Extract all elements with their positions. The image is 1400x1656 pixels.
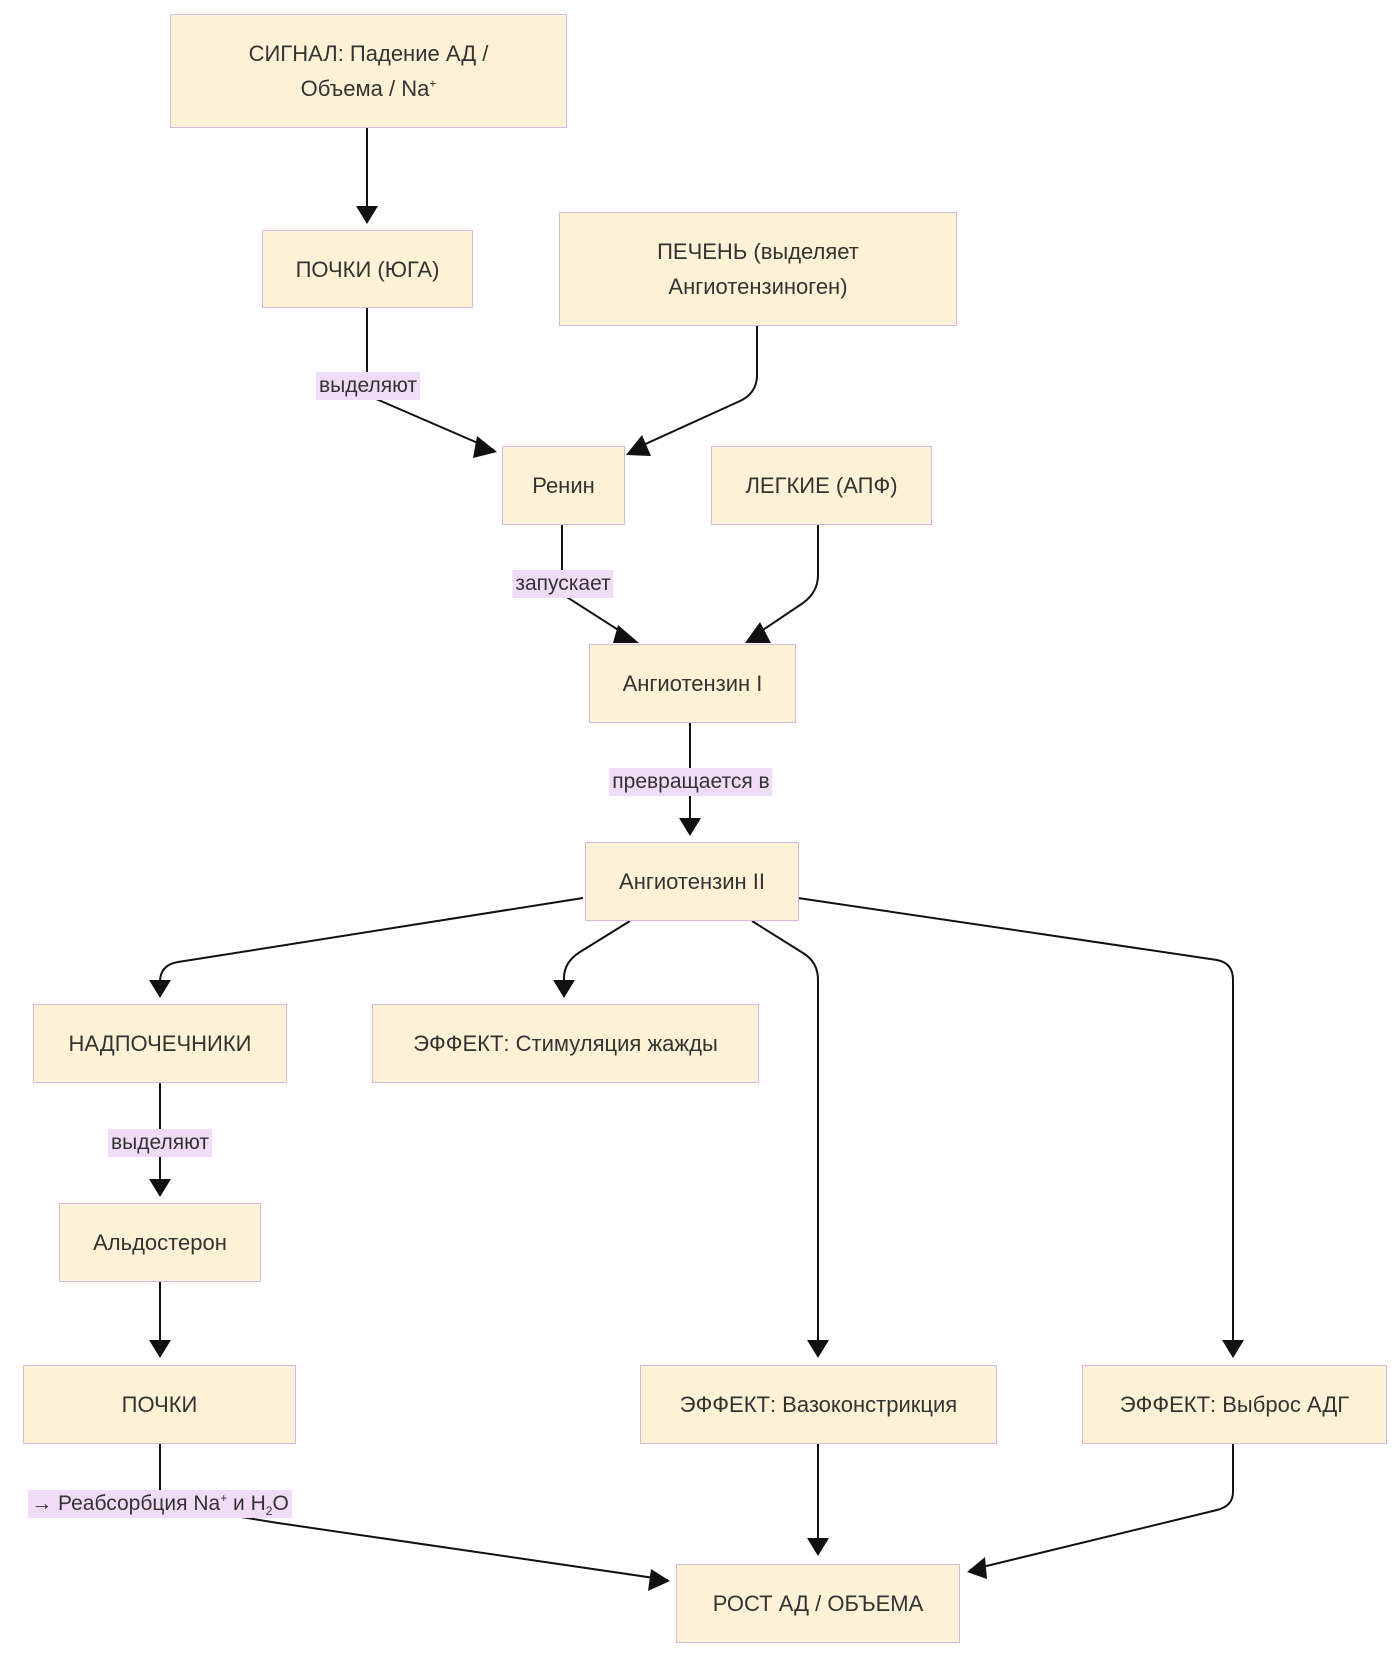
node-thirst-label: ЭФФЕКТ: Стимуляция жажды: [413, 1031, 718, 1056]
node-aldosterone-label: Альдостерон: [93, 1230, 227, 1255]
arrowhead-adrenals-aldosterone: [149, 1179, 171, 1197]
node-vasoconstriction-label: ЭФФЕКТ: Вазоконстрикция: [679, 1392, 958, 1417]
arrowhead-kidneys-jga-renin: [473, 436, 497, 458]
node-liver-line2: Ангиотензиноген): [668, 274, 848, 299]
arrowhead-kidneys-result: [648, 1569, 670, 1591]
arrowhead-lungs-angiotensin1: [745, 622, 771, 643]
edge-liver-renin: [629, 326, 758, 452]
edge-label-angiotensin1-angiotensin2: превращается в: [609, 768, 773, 796]
node-adrenals: НАДПОЧЕЧНИКИ: [33, 1004, 287, 1083]
node-signal: СИГНАЛ: Падение АД / Объема / Na+: [170, 14, 567, 128]
node-liver-line1: ПЕЧЕНЬ (выделяет: [657, 239, 859, 264]
edge-label-renin-angiotensin1: запускает: [512, 570, 614, 598]
node-angiotensin2: Ангиотензин II: [585, 842, 799, 921]
arrowhead-renin-angiotensin1: [613, 625, 639, 643]
edge-label-kidneys-result-sup: +: [220, 1491, 228, 1505]
arrowhead-angiotensin2-thirst: [553, 980, 575, 998]
arrowhead-vasoconstriction-result: [807, 1538, 829, 1556]
node-lungs: ЛЕГКИЕ (АПФ): [711, 446, 932, 525]
arrowhead-aldosterone-kidneys: [149, 1340, 171, 1358]
node-kidneys-jga-label: ПОЧКИ (ЮГА): [295, 256, 440, 282]
node-vasoconstriction: ЭФФЕКТ: Вазоконстрикция: [640, 1365, 997, 1444]
arrowhead-angiotensin2-adrenals: [149, 980, 171, 998]
arrowhead-angiotensin1-angiotensin2: [679, 818, 701, 836]
node-adh-label: ЭФФЕКТ: Выброс АДГ: [1119, 1392, 1350, 1417]
node-aldosterone: Альдостерон: [59, 1203, 261, 1282]
arrowhead-signal-kidneys-jga: [356, 206, 378, 224]
node-renin: Ренин: [502, 446, 625, 525]
node-thirst: ЭФФЕКТ: Стимуляция жажды: [372, 1004, 759, 1083]
node-signal-line1: СИГНАЛ: Падение АД /: [248, 41, 489, 66]
edge-angiotensin2-thirst: [563, 920, 631, 996]
node-renin-label: Ренин: [532, 473, 595, 498]
edge-label-kidneys-result: → Реабсорбция Na+ и H2O: [28, 1490, 292, 1518]
edge-label-kidneys-jga-renin: выделяют: [315, 372, 421, 400]
node-result: РОСТ АД / ОБЪЕМА: [676, 1564, 960, 1643]
edge-label-kidneys-result-sub: 2: [265, 1504, 273, 1519]
node-angiotensin1-label: Ангиотензин I: [622, 671, 763, 696]
edge-label-adrenals-aldosterone: выделяют: [107, 1129, 213, 1157]
arrowhead-angiotensin2-vasoconstriction: [807, 1340, 829, 1358]
arrowhead-angiotensin2-adh: [1222, 1340, 1244, 1358]
node-adh: ЭФФЕКТ: Выброс АДГ: [1082, 1365, 1387, 1444]
edge-lungs-angiotensin1: [747, 525, 819, 641]
node-kidneys-jga: ПОЧКИ (ЮГА): [262, 230, 473, 308]
node-liver: ПЕЧЕНЬ (выделяет Ангиотензиноген): [559, 212, 957, 326]
edge-label-kidneys-result-part2: и H: [227, 1492, 266, 1515]
edge-angiotensin2-vasoconstriction: [751, 920, 819, 1356]
node-lungs-label: ЛЕГКИЕ (АПФ): [745, 473, 898, 498]
node-kidneys: ПОЧКИ: [23, 1365, 296, 1444]
node-angiotensin2-label: Ангиотензин II: [619, 869, 765, 894]
arrowhead-liver-renin: [626, 435, 651, 456]
node-signal-line2: Объема / Na: [300, 76, 430, 101]
edge-label-kidneys-result-part1: → Реабсорбция Na: [31, 1492, 221, 1515]
node-signal-line2-wrap: Объема / Na+: [249, 71, 489, 106]
node-adrenals-label: НАДПОЧЕЧНИКИ: [68, 1031, 252, 1056]
node-angiotensin1: Ангиотензин I: [589, 644, 796, 723]
edge-angiotensin2-adh: [797, 897, 1234, 1356]
arrowhead-adh-result: [967, 1557, 987, 1579]
edge-angiotensin2-adrenals: [159, 897, 584, 996]
node-result-label: РОСТ АД / ОБЪЕМА: [712, 1591, 924, 1616]
node-signal-sup: +: [429, 76, 437, 91]
node-kidneys-label: ПОЧКИ: [121, 1392, 198, 1417]
edge-label-kidneys-result-part3: O: [272, 1492, 289, 1515]
edge-adh-result: [969, 1444, 1234, 1571]
